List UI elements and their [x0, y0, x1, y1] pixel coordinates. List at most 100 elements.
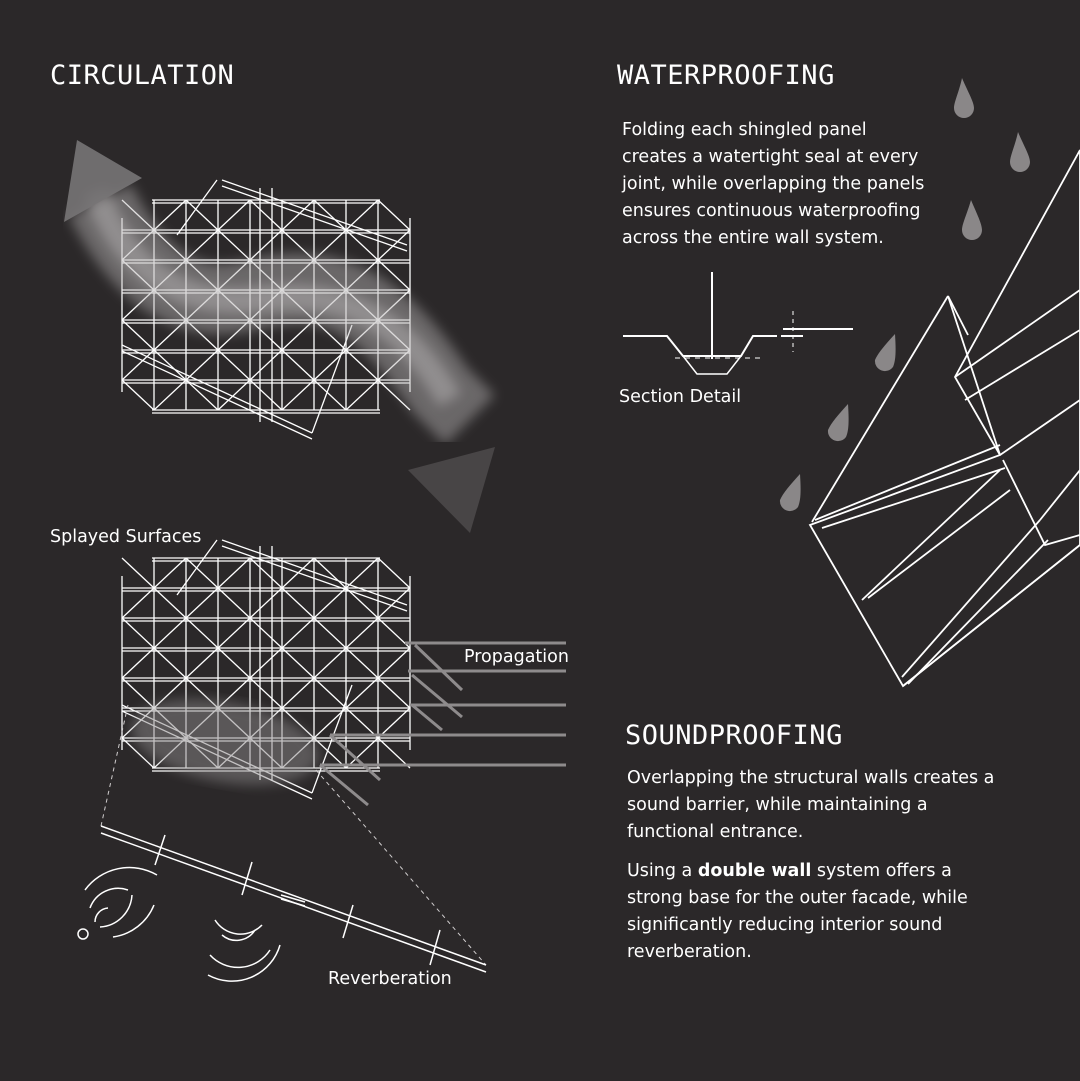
waterproofing-line: joint, while overlapping the panels: [622, 174, 925, 194]
grid-line: [185, 199, 219, 231]
grid-line: [249, 677, 283, 709]
grid-line: [185, 379, 219, 411]
grid-line: [185, 647, 219, 679]
grid-line: [313, 379, 347, 411]
grid-line: [377, 199, 411, 231]
grid-line: [217, 557, 251, 589]
grid-line: [221, 179, 408, 246]
grid-line: [153, 557, 187, 589]
grid-line: [281, 647, 315, 679]
grid-line: [121, 319, 155, 351]
raindrops: [779, 78, 1030, 512]
grid-line: [217, 617, 251, 649]
grid-line: [345, 707, 379, 739]
grid-line: [185, 617, 219, 649]
grid-line: [345, 677, 379, 709]
grid-line: [313, 557, 347, 589]
grid-line: [313, 737, 347, 769]
reverberation-label: Reverberation: [328, 969, 452, 989]
text-run: Using a: [627, 861, 698, 881]
grid-line: [313, 677, 347, 709]
soundproofing-line: strong base for the outer facade, while: [627, 888, 968, 908]
propagation-label: Propagation: [464, 647, 569, 667]
grid-line: [153, 379, 187, 411]
grid-line: [249, 349, 283, 381]
grid-line: [377, 259, 411, 291]
grid-line: [153, 647, 187, 679]
grid-line: [153, 349, 187, 381]
grid-line: [221, 539, 408, 606]
soundproofing-line: reverberation.: [627, 942, 752, 962]
grid-line: [217, 587, 251, 619]
sound-waves-icon: [77, 866, 281, 982]
grid-line: [345, 349, 379, 381]
grid-line: [249, 229, 283, 261]
circulation-flow-arrow: [64, 140, 495, 533]
grid-line: [217, 647, 251, 679]
reverberation-wall-detail: [100, 825, 487, 973]
grid-line: [345, 587, 379, 619]
grid-line: [311, 324, 353, 434]
grid-line: [185, 349, 219, 381]
grid-line: [377, 647, 411, 679]
grid-line: [121, 350, 313, 440]
grid-line: [153, 617, 187, 649]
grid-line: [281, 379, 315, 411]
grid-line: [313, 617, 347, 649]
grid-line: [185, 557, 219, 589]
grid-line: [185, 229, 219, 261]
text-run: system offers a: [811, 861, 952, 881]
waterproofing-line: across the entire wall system.: [622, 228, 884, 248]
grid-line: [249, 647, 283, 679]
grid-line: [121, 344, 313, 434]
waterproofing-body: Folding each shingled panel creates a wa…: [622, 117, 924, 252]
grid-line: [121, 349, 155, 381]
grid-line: [345, 229, 379, 261]
soundproofing-line: significantly reducing interior sound: [627, 915, 943, 935]
grid-line: [176, 179, 218, 236]
grid-line: [377, 557, 411, 589]
grid-line: [176, 539, 218, 596]
grid-line: [377, 707, 411, 739]
grid-line: [281, 707, 315, 739]
grid-line: [221, 545, 408, 612]
grid-line: [281, 587, 315, 619]
grid-line: [377, 617, 411, 649]
grid-line: [217, 199, 251, 231]
grid-line: [121, 557, 155, 589]
grid-line: [313, 707, 347, 739]
grid-line: [377, 379, 411, 411]
grid-line: [221, 185, 408, 252]
grid-line: [153, 677, 187, 709]
soundproofing-line: Using a double wall system offers a: [627, 858, 968, 885]
grid-line: [281, 319, 315, 351]
waterproofing-line: creates a watertight seal at every: [622, 147, 919, 167]
absorption-zone: [131, 699, 319, 785]
grid-line: [153, 587, 187, 619]
grid-line: [153, 199, 187, 231]
soundproofing-para1: Overlapping the structural walls creates…: [627, 765, 994, 846]
grid-line: [121, 379, 155, 411]
grid-line: [345, 379, 379, 411]
grid-line: [121, 587, 155, 619]
grid-line: [377, 587, 411, 619]
grid-line: [377, 737, 411, 769]
grid-line: [313, 229, 347, 261]
section-detail-drawing: [623, 272, 853, 375]
soundproofing-para2: Using a double wall system offers a stro…: [627, 858, 968, 966]
section-detail-label: Section Detail: [619, 387, 742, 407]
grid-line: [249, 587, 283, 619]
grid-line: [249, 557, 283, 589]
grid-line: [313, 199, 347, 231]
grid-line: [185, 587, 219, 619]
grid-line: [217, 229, 251, 261]
waterproofing-line: ensures continuous waterproofing: [622, 201, 921, 221]
grid-line: [121, 617, 155, 649]
grid-line: [217, 379, 251, 411]
grid-line: [345, 617, 379, 649]
grid-line: [281, 349, 315, 381]
waterproofing-line: Folding each shingled panel: [622, 120, 867, 140]
grid-line: [281, 677, 315, 709]
grid-line: [249, 617, 283, 649]
